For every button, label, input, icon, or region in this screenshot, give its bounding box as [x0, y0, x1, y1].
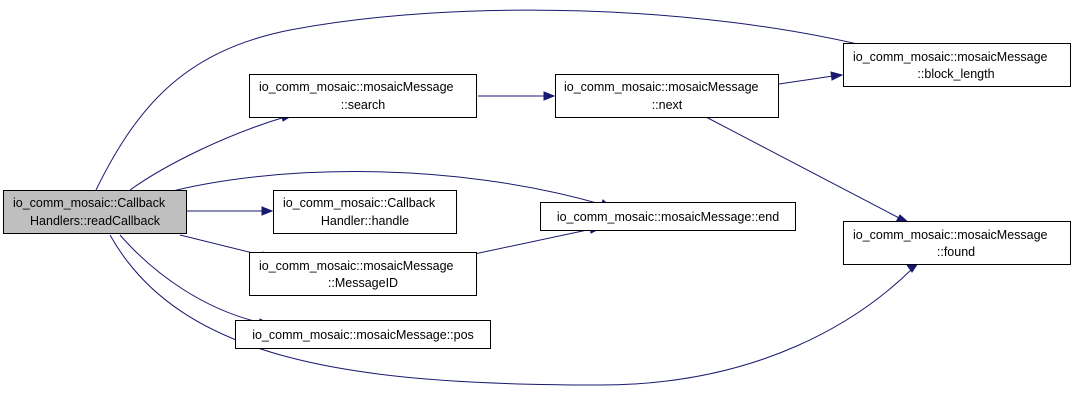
- node-block-length-line1: io_comm_mosaic::mosaicMessage: [853, 50, 1048, 64]
- edge-next-to-block-length: [778, 71, 844, 85]
- node-end-line1: io_comm_mosaic::mosaicMessage::end: [557, 210, 779, 224]
- node-end-box: [540, 202, 796, 231]
- node-handle[interactable]: io_comm_mosaic::Callback Handler::handle: [273, 190, 457, 234]
- nodes: io_comm_mosaic::Callback Handlers::readC…: [3, 43, 1071, 349]
- node-found-line2: ::found: [937, 245, 975, 259]
- node-found-line1: io_comm_mosaic::mosaicMessage: [853, 228, 1048, 242]
- node-block-length-box: [843, 43, 1071, 87]
- edges: [95, 9, 920, 386]
- node-read-callback[interactable]: io_comm_mosaic::Callback Handlers::readC…: [3, 190, 187, 234]
- node-read-callback-line1: io_comm_mosaic::Callback: [13, 196, 166, 210]
- node-read-callback-line2: Handlers::readCallback: [30, 214, 161, 228]
- node-search[interactable]: io_comm_mosaic::mosaicMessage ::search: [249, 74, 477, 118]
- node-handle-line1: io_comm_mosaic::Callback: [283, 196, 436, 210]
- node-next-line2: ::next: [652, 98, 683, 112]
- node-next[interactable]: io_comm_mosaic::mosaicMessage ::next: [555, 74, 779, 118]
- node-next-box: [555, 74, 779, 118]
- node-message-id-box: [249, 252, 477, 296]
- node-next-line1: io_comm_mosaic::mosaicMessage: [564, 80, 759, 94]
- node-message-id-line1: io_comm_mosaic::mosaicMessage: [259, 259, 454, 273]
- edge-search-to-next: [478, 91, 556, 101]
- node-message-id[interactable]: io_comm_mosaic::mosaicMessage ::MessageI…: [249, 252, 477, 296]
- edge-readcallback-to-found: [109, 234, 920, 386]
- node-pos-line1: io_comm_mosaic::mosaicMessage::pos: [252, 328, 474, 342]
- node-search-line1: io_comm_mosaic::mosaicMessage: [259, 80, 454, 94]
- edge-readcallback-to-search: [129, 112, 295, 191]
- node-end[interactable]: io_comm_mosaic::mosaicMessage::end: [540, 202, 796, 231]
- node-pos-box: [235, 320, 491, 349]
- node-handle-line2: Handler::handle: [321, 214, 409, 228]
- node-search-line2: ::search: [341, 98, 386, 112]
- node-read-callback-box: [3, 190, 187, 234]
- edge-readcallback-to-pos: [119, 234, 273, 328]
- node-found-box: [843, 221, 1071, 265]
- node-block-length-line2: ::block_length: [917, 67, 994, 81]
- node-block-length[interactable]: io_comm_mosaic::mosaicMessage ::block_le…: [843, 43, 1071, 87]
- node-search-box: [249, 74, 477, 118]
- node-handle-box: [273, 190, 457, 234]
- edge-readcallback-to-handle: [187, 206, 274, 216]
- node-message-id-line2: ::MessageID: [328, 276, 398, 290]
- node-pos[interactable]: io_comm_mosaic::mosaicMessage::pos: [235, 320, 491, 349]
- node-found[interactable]: io_comm_mosaic::mosaicMessage ::found: [843, 221, 1071, 265]
